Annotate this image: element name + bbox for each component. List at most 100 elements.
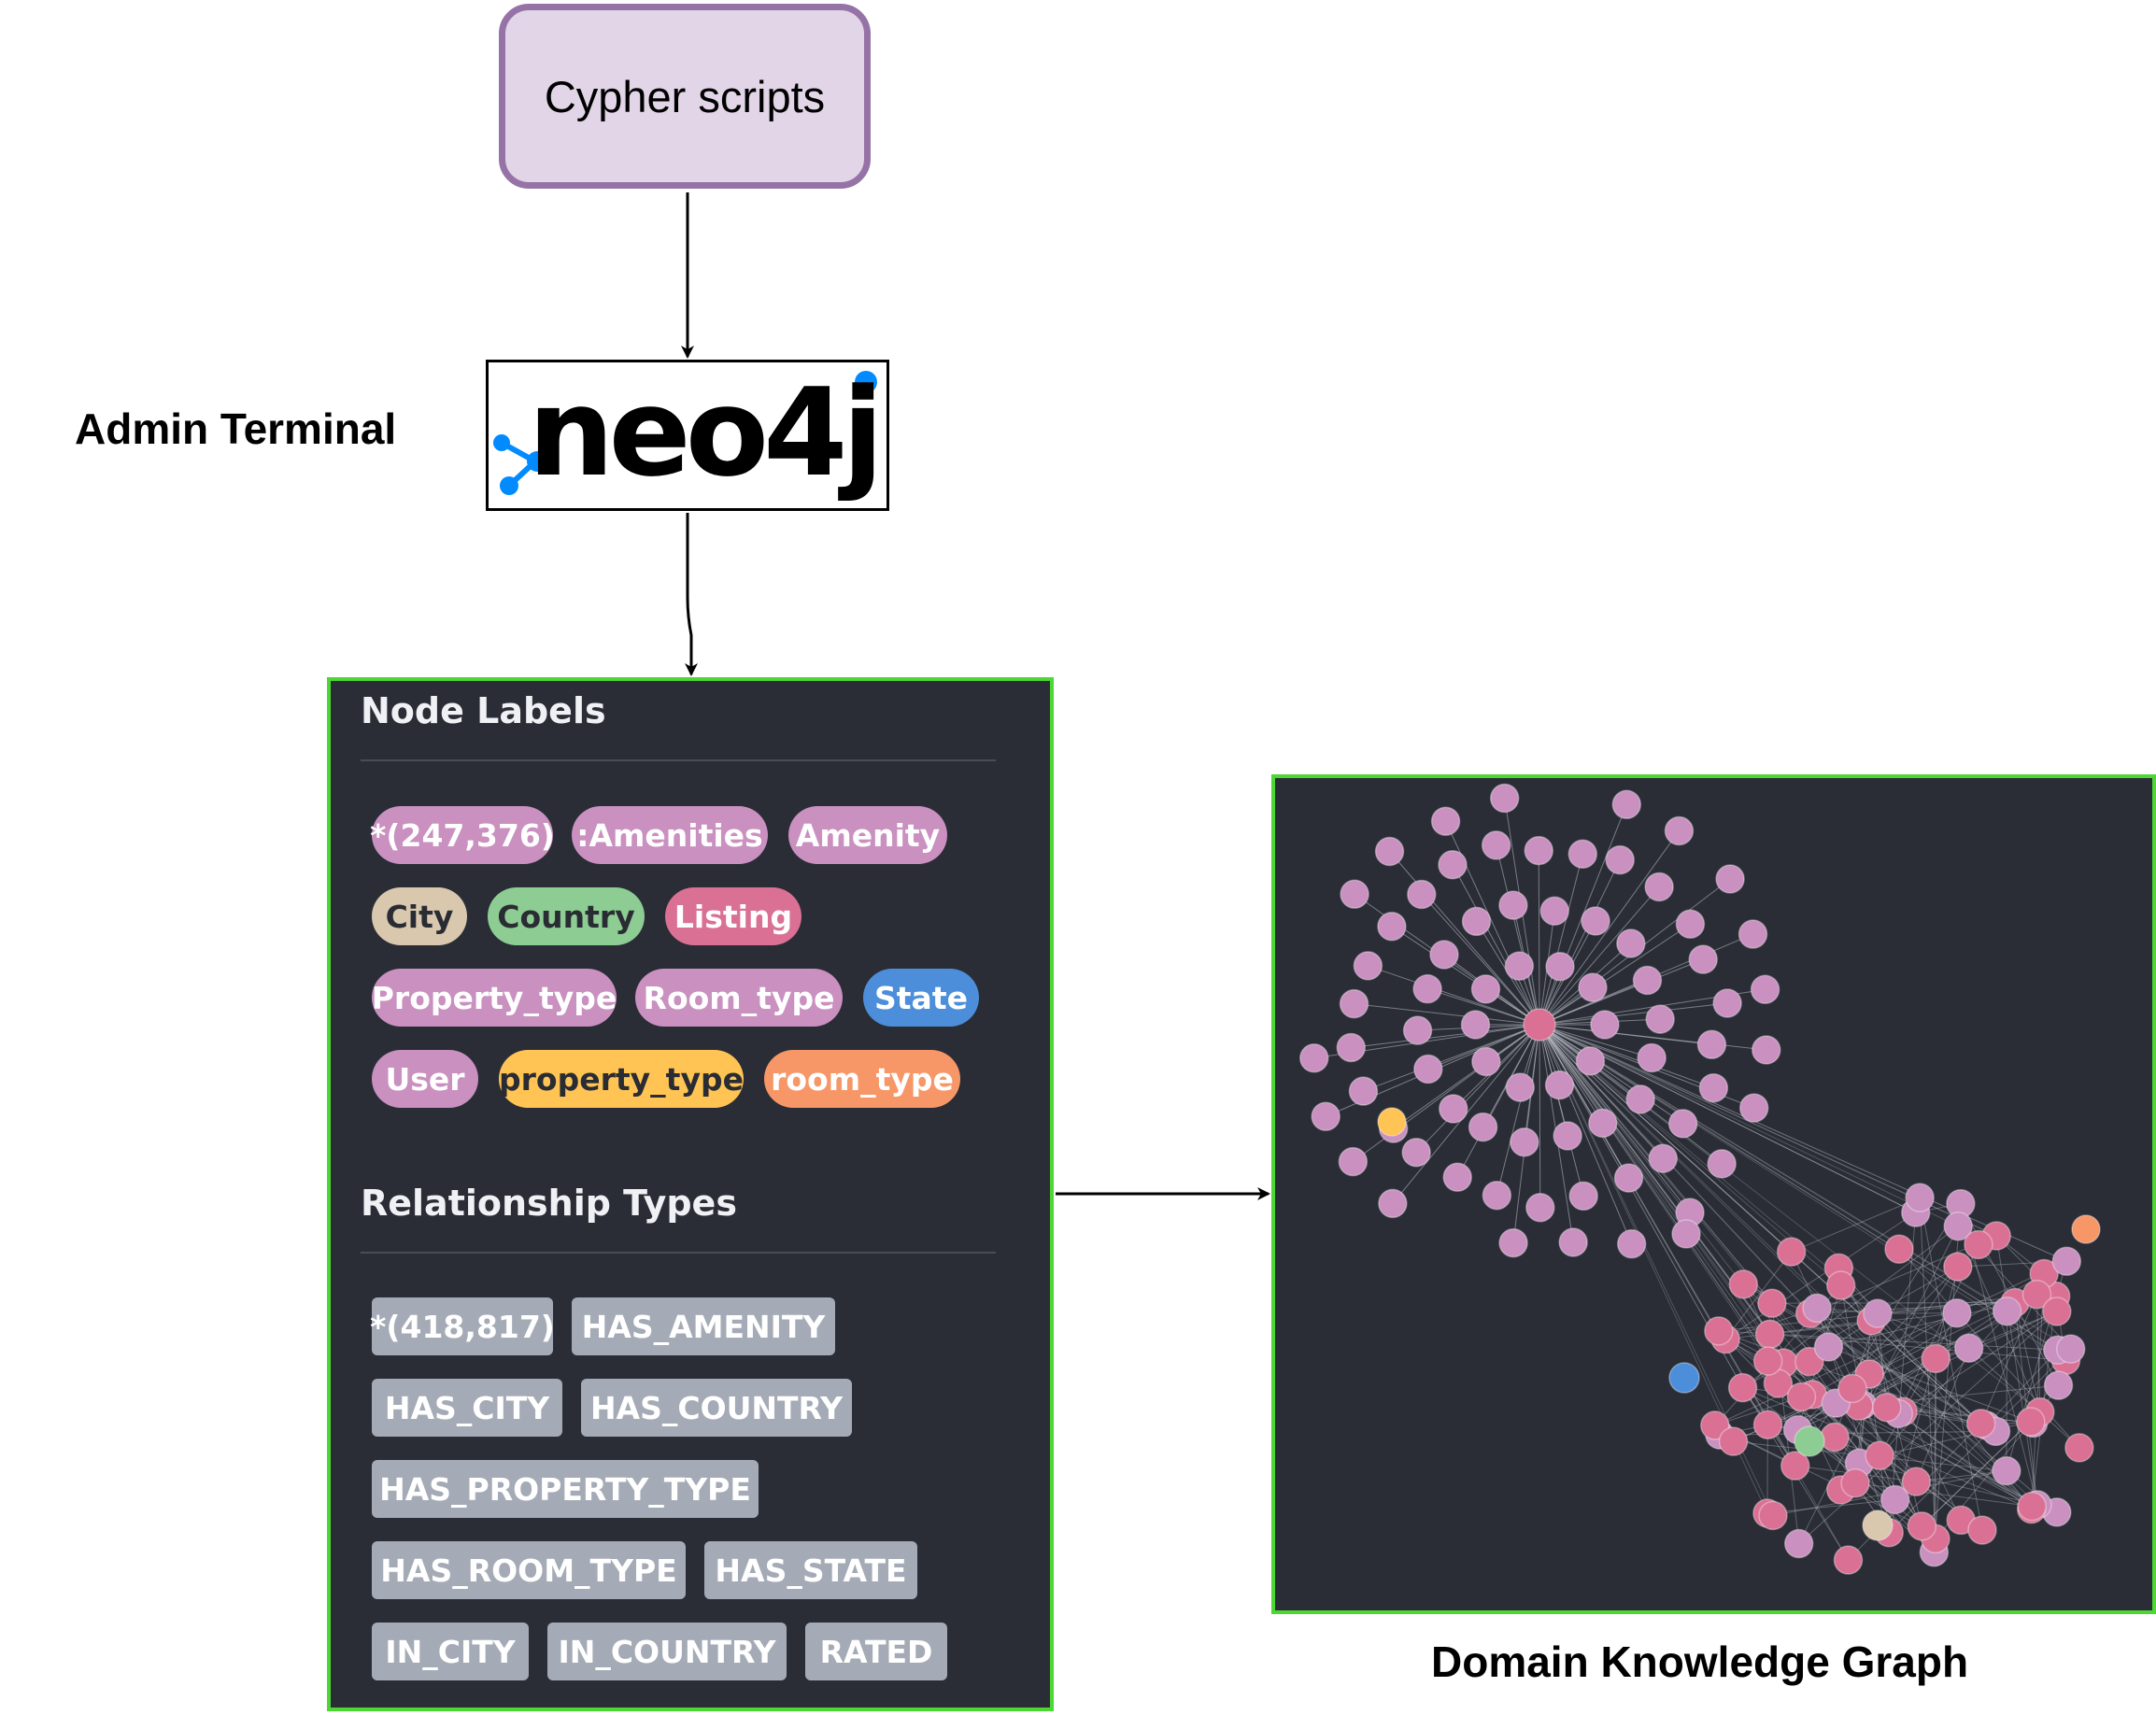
graph-node[interactable] [1942, 1297, 1972, 1328]
node-label-pill[interactable]: Room_type [635, 969, 843, 1027]
graph-node[interactable] [2042, 1297, 2072, 1326]
graph-node[interactable] [1460, 1010, 1491, 1040]
node-label-pill[interactable]: room_type [764, 1050, 960, 1108]
graph-node[interactable] [1510, 1127, 1539, 1157]
graph-node[interactable] [1498, 1227, 1528, 1258]
graph-node[interactable] [1871, 1393, 1902, 1423]
graph-node[interactable] [1632, 965, 1663, 996]
relationship-type-tag[interactable]: HAS_ROOM_TYPE [372, 1541, 686, 1599]
graph-node[interactable] [1757, 1288, 1787, 1318]
graph-node[interactable] [1727, 1372, 1758, 1403]
graph-node[interactable] [1468, 1112, 1498, 1142]
graph-node[interactable] [1378, 1188, 1408, 1219]
graph-node[interactable] [1568, 1181, 1598, 1212]
graph-node[interactable] [1664, 815, 1695, 846]
graph-node[interactable] [1625, 1084, 1655, 1114]
graph-node[interactable] [1471, 1046, 1501, 1077]
graph-node[interactable] [1504, 951, 1535, 981]
graph-node[interactable] [1430, 806, 1461, 836]
graph-node[interactable] [1953, 1333, 1984, 1364]
graph-node[interactable] [1524, 835, 1553, 866]
graph-node[interactable] [1340, 879, 1369, 909]
graph-node[interactable] [1544, 1070, 1575, 1100]
graph-node[interactable] [1704, 1316, 1734, 1346]
graph-node[interactable] [1700, 1410, 1730, 1440]
graph-node[interactable] [1336, 1032, 1367, 1063]
graph-node[interactable] [1644, 872, 1674, 902]
node-label-pill[interactable]: property_type [499, 1050, 744, 1108]
graph-node[interactable] [1299, 1042, 1329, 1073]
knowledge-graph-visualization[interactable] [1271, 774, 2156, 1614]
graph-node[interactable] [1884, 1234, 1914, 1265]
graph-node[interactable] [1461, 906, 1492, 937]
graph-node[interactable] [2056, 1334, 2086, 1364]
graph-node[interactable] [1718, 1426, 1749, 1456]
relationship-type-tag[interactable]: RATED [805, 1623, 947, 1680]
graph-node[interactable] [1943, 1211, 1973, 1241]
graph-node[interactable] [1780, 1451, 1810, 1481]
graph-node[interactable] [1489, 783, 1520, 814]
graph-node[interactable] [1715, 864, 1745, 894]
graph-node[interactable] [1738, 919, 1768, 949]
node-label-pill[interactable]: *(247,376) [370, 806, 555, 864]
graph-node[interactable] [1728, 1269, 1759, 1299]
graph-node[interactable] [1611, 789, 1642, 820]
graph-node[interactable] [1668, 1362, 1700, 1394]
graph-node[interactable] [1905, 1183, 1935, 1212]
relationship-type-tag[interactable]: HAS_AMENITY [572, 1297, 835, 1355]
graph-node[interactable] [1613, 1163, 1644, 1193]
graph-node[interactable] [1840, 1467, 1870, 1498]
graph-node[interactable] [2016, 1407, 2046, 1437]
graph-node[interactable] [1712, 988, 1742, 1018]
graph-node[interactable] [1311, 1101, 1340, 1131]
graph-node[interactable] [1707, 1149, 1737, 1179]
node-label-pill[interactable]: Listing [665, 887, 801, 945]
graph-node[interactable] [1813, 1332, 1844, 1362]
relationship-type-tag[interactable]: HAS_COUNTRY [581, 1379, 852, 1437]
graph-node[interactable] [2071, 1214, 2101, 1244]
graph-node[interactable] [1539, 896, 1569, 927]
graph-node[interactable] [1401, 1137, 1431, 1168]
graph-node[interactable] [1667, 1109, 1698, 1139]
graph-node[interactable] [1752, 1035, 1781, 1065]
relationship-type-tag[interactable]: HAS_STATE [704, 1541, 917, 1599]
graph-node[interactable] [1863, 1298, 1893, 1328]
graph-node[interactable] [1752, 1410, 1783, 1439]
node-label-pill[interactable]: Amenity [788, 806, 947, 864]
graph-node[interactable] [1439, 1094, 1468, 1124]
node-label-pill[interactable]: :Amenities [572, 806, 768, 864]
graph-node[interactable] [1481, 830, 1511, 860]
graph-node[interactable] [1353, 951, 1383, 981]
graph-node[interactable] [1590, 1010, 1620, 1040]
graph-node[interactable] [1470, 974, 1501, 1004]
knowledge-graph-canvas[interactable] [1275, 778, 2152, 1610]
relationship-type-tag[interactable]: IN_COUNTRY [547, 1623, 787, 1680]
graph-node[interactable] [1407, 879, 1437, 910]
graph-node[interactable] [1498, 890, 1528, 920]
graph-node[interactable] [1833, 1545, 1864, 1575]
graph-node[interactable] [1794, 1346, 1824, 1377]
graph-node[interactable] [1616, 928, 1646, 958]
node-label-pill[interactable]: State [863, 969, 979, 1027]
graph-node[interactable] [2043, 1370, 2074, 1400]
graph-node[interactable] [1581, 906, 1610, 936]
graph-node[interactable] [1438, 850, 1468, 880]
graph-node[interactable] [1758, 1500, 1788, 1531]
graph-node[interactable] [1992, 1455, 2021, 1486]
graph-node[interactable] [1377, 912, 1407, 942]
graph-node[interactable] [1578, 972, 1608, 1002]
graph-node[interactable] [1750, 974, 1780, 1005]
graph-node[interactable] [1374, 836, 1405, 867]
graph-node[interactable] [1943, 1252, 1973, 1282]
graph-node[interactable] [1907, 1511, 1937, 1541]
graph-node[interactable] [2017, 1491, 2047, 1522]
graph-node[interactable] [1865, 1440, 1894, 1471]
graph-node[interactable] [1402, 1015, 1433, 1045]
relationship-type-tag[interactable]: HAS_CITY [372, 1379, 562, 1437]
graph-node[interactable] [1921, 1343, 1950, 1374]
node-label-pill[interactable]: Property_type [372, 969, 617, 1027]
graph-node[interactable] [1339, 988, 1369, 1019]
graph-node[interactable] [2021, 1279, 2052, 1310]
graph-node[interactable] [1837, 1373, 1867, 1404]
graph-node[interactable] [1553, 1121, 1582, 1151]
